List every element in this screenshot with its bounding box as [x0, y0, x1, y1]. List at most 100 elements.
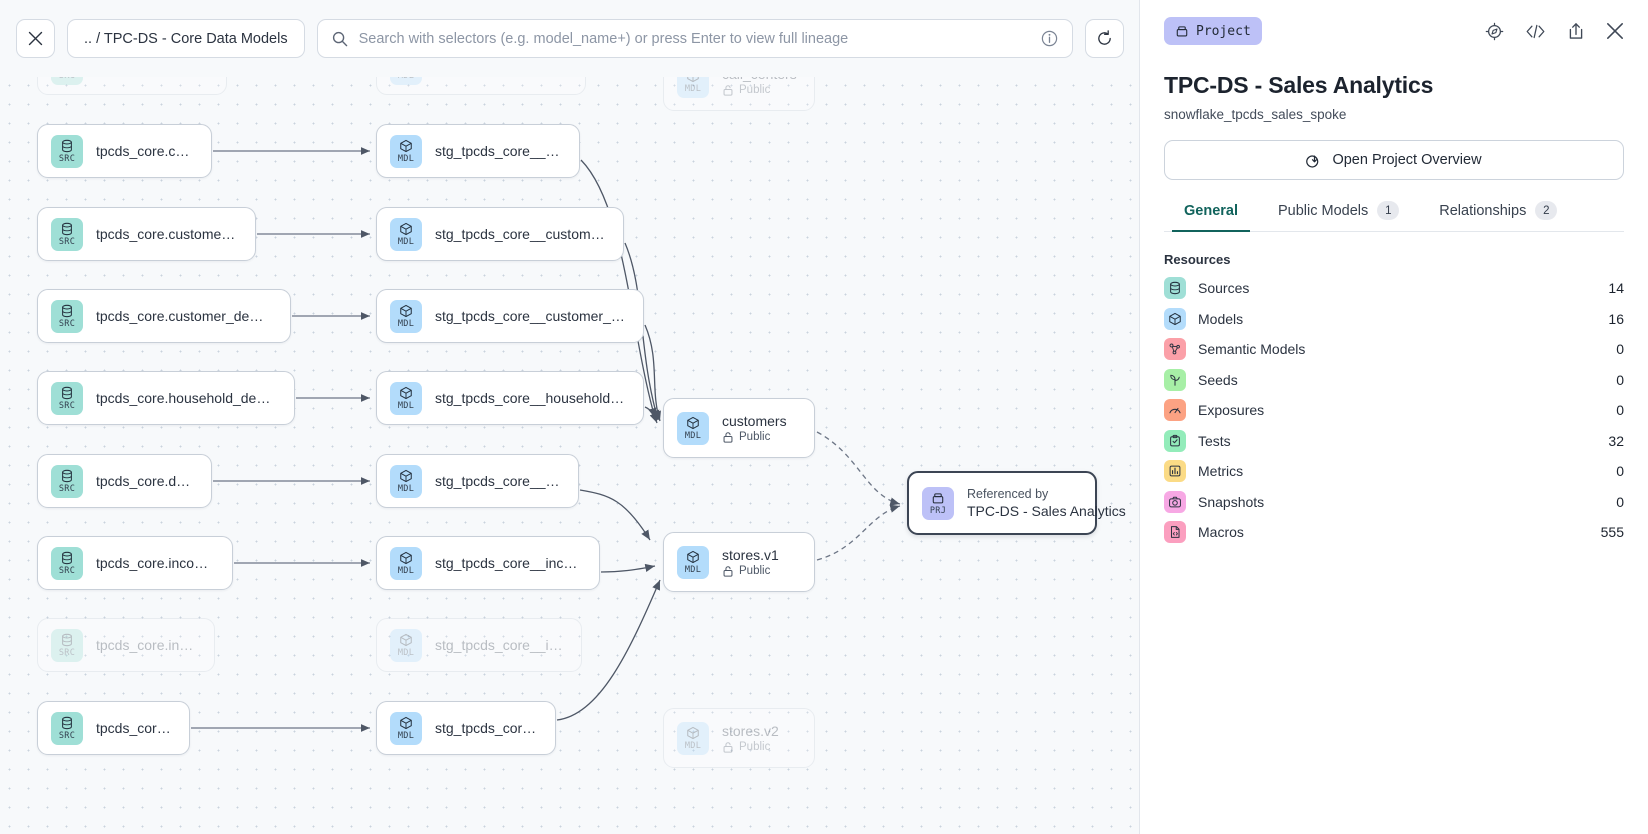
database-icon	[62, 139, 72, 152]
bar-chart-icon	[1164, 460, 1186, 483]
lineage-canvas[interactable]: .. / TPC-DS - Core Data Models Search wi…	[0, 0, 1140, 834]
cube-icon	[399, 139, 413, 153]
resource-label: Macros	[1198, 524, 1244, 541]
cube-icon	[686, 416, 700, 430]
resource-label: Snapshots	[1198, 493, 1265, 510]
lineage-toolbar: .. / TPC-DS - Core Data Models Search wi…	[0, 0, 1139, 77]
node-type-badge-mdl: MDL	[677, 411, 709, 445]
node-type-badge-prj: PRJ	[922, 486, 954, 520]
cube-icon	[399, 716, 413, 730]
tab-public-models[interactable]: Public Models 1	[1258, 201, 1419, 231]
node-label: stg_tpcds_core__inventory	[435, 637, 565, 653]
database-icon	[60, 222, 74, 236]
info-circle-icon[interactable]	[1041, 30, 1058, 47]
cube-icon	[1164, 307, 1186, 330]
node-type-badge-mdl: MDL	[390, 217, 422, 251]
node-label: stg_tpcds_core__customer_address	[435, 226, 607, 242]
refresh-button[interactable]	[1085, 19, 1124, 58]
cube-icon	[399, 469, 413, 483]
node-type-badge-mdl: MDL	[390, 546, 422, 580]
resource-count: 0	[1616, 402, 1624, 419]
share-icon[interactable]	[1567, 22, 1585, 41]
resource-type-chip[interactable]: Project	[1164, 17, 1262, 45]
cube-icon	[687, 726, 699, 739]
database-icon	[1164, 277, 1186, 300]
bar-chart-icon	[1169, 465, 1181, 477]
node-type-badge-mdl: MDL	[390, 381, 422, 415]
database-icon	[1170, 282, 1180, 295]
cube-icon	[399, 386, 413, 400]
node-label: stg_tpcds_core__customer	[435, 143, 563, 159]
lock-icon	[723, 432, 733, 443]
database-icon	[62, 469, 72, 482]
node-type-badge-src: SRC	[51, 546, 83, 580]
resources-heading: Resources	[1164, 252, 1231, 267]
node-type-badge-src: SRC	[51, 217, 83, 251]
database-icon	[60, 469, 74, 483]
lineage-node-mdl_household_demo[interactable]: MDL stg_tpcds_core__household_demogr…	[376, 371, 644, 425]
node-label: tpcds_core.household_demographics	[96, 390, 278, 406]
tab-count-badge: 1	[1377, 201, 1400, 220]
node-label: tpcds_core.date_dim	[96, 473, 195, 489]
lineage-node-src_household_demo[interactable]: SRC tpcds_core.household_demographics	[37, 371, 295, 425]
node-type-badge-mdl: MDL	[390, 299, 422, 333]
node-type-badge-src: SRC	[51, 299, 83, 333]
seed-icon	[1164, 368, 1186, 391]
open-project-overview-button[interactable]: Open Project Overview	[1164, 140, 1624, 180]
resource-label: Semantic Models	[1198, 341, 1306, 358]
resource-label: Models	[1198, 310, 1244, 327]
close-lineage-button[interactable]	[16, 19, 55, 58]
node-label: stg_tpcds_core__household_demogr…	[435, 390, 627, 406]
search-input[interactable]: Search with selectors (e.g. model_name+)…	[316, 19, 1073, 58]
cube-icon	[400, 551, 412, 564]
resource-count: 0	[1616, 493, 1624, 510]
tab-label: Public Models	[1278, 202, 1369, 219]
cube-icon	[400, 304, 412, 317]
node-type-badge-src: SRC	[51, 381, 83, 415]
database-icon	[62, 386, 72, 399]
file-code-icon	[1170, 526, 1180, 539]
tab-general[interactable]: General	[1164, 201, 1258, 232]
resource-row-snapshots[interactable]: Snapshots 0	[1164, 487, 1624, 518]
cube-icon	[400, 222, 412, 235]
database-icon	[62, 304, 72, 317]
lineage-node-mdl_customer_address[interactable]: MDL stg_tpcds_core__customer_address	[376, 207, 624, 261]
node-label: stores.v2	[722, 723, 779, 739]
lineage-node-mdl_customer_demo[interactable]: MDLstg_tpcds_core__customer_demogra…	[376, 289, 644, 343]
search-icon	[332, 31, 347, 46]
node-access: Public	[722, 565, 779, 577]
close-panel-icon[interactable]	[1606, 22, 1624, 40]
node-access: Public	[722, 741, 779, 753]
cube-icon	[400, 139, 412, 152]
breadcrumb[interactable]: .. / TPC-DS - Core Data Models	[67, 19, 305, 58]
explore-compass-icon[interactable]	[1485, 22, 1504, 41]
code-icon[interactable]	[1525, 23, 1546, 40]
